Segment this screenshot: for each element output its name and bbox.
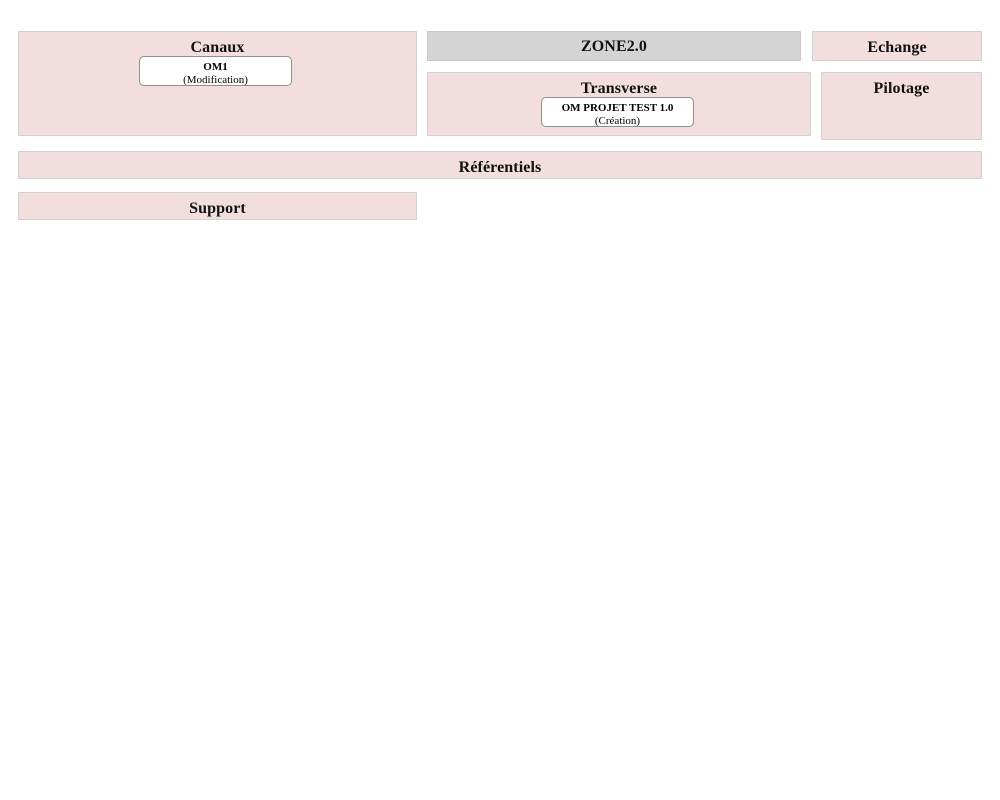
zone-panel-support[interactable]: Support xyxy=(18,192,417,220)
zone-panel-referentiels[interactable]: Référentiels xyxy=(18,151,982,179)
zone-title-canaux: Canaux xyxy=(190,39,245,56)
zone-title-echange: Echange xyxy=(867,39,927,56)
application-node-om-projet-test[interactable]: OM PROJET TEST 1.0 (Création) xyxy=(541,97,694,127)
zone-title-zone2: ZONE2.0 xyxy=(580,38,648,55)
application-node-om1[interactable]: OM1 (Modification) xyxy=(139,56,292,86)
application-node-state: (Modification) xyxy=(183,74,248,86)
zone-title-support: Support xyxy=(189,200,246,217)
zone-title-pilotage: Pilotage xyxy=(873,80,930,97)
zone-panel-zone2[interactable]: ZONE2.0 xyxy=(427,31,801,61)
application-node-name: OM PROJET TEST 1.0 xyxy=(561,102,674,114)
zone-title-referentiels: Référentiels xyxy=(458,159,542,176)
application-node-state: (Création) xyxy=(594,115,641,127)
zone-panel-pilotage[interactable]: Pilotage xyxy=(821,72,982,140)
zone-panel-echange[interactable]: Echange xyxy=(812,31,982,61)
application-node-name: OM1 xyxy=(203,61,228,73)
zone-title-transverse: Transverse xyxy=(580,80,658,97)
